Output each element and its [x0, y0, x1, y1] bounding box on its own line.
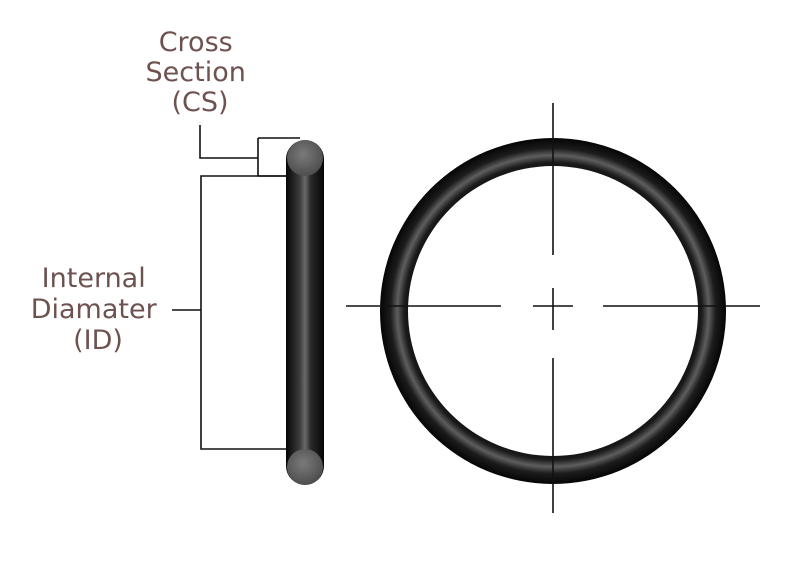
centerlines — [346, 103, 760, 513]
internal-diameter-bracket — [172, 175, 300, 450]
cross-section-label-line-3: (CS) — [171, 87, 228, 118]
internal-diameter-label: Internal Diamater (ID) — [31, 263, 166, 356]
cross-section-label: Cross Section (CS) — [146, 27, 255, 118]
internal-diameter-label-line-3: (ID) — [73, 325, 123, 356]
cross-section-top — [287, 140, 323, 176]
cross-section-bottom — [287, 449, 323, 485]
internal-diameter-label-line-1: Internal — [42, 263, 146, 294]
cross-section-bracket — [199, 125, 300, 177]
cross-section-label-line-1: Cross — [159, 27, 233, 58]
cross-section-label-line-2: Section — [146, 57, 246, 88]
o-ring-side-view — [286, 140, 324, 485]
internal-diameter-label-line-2: Diamater — [31, 294, 158, 325]
